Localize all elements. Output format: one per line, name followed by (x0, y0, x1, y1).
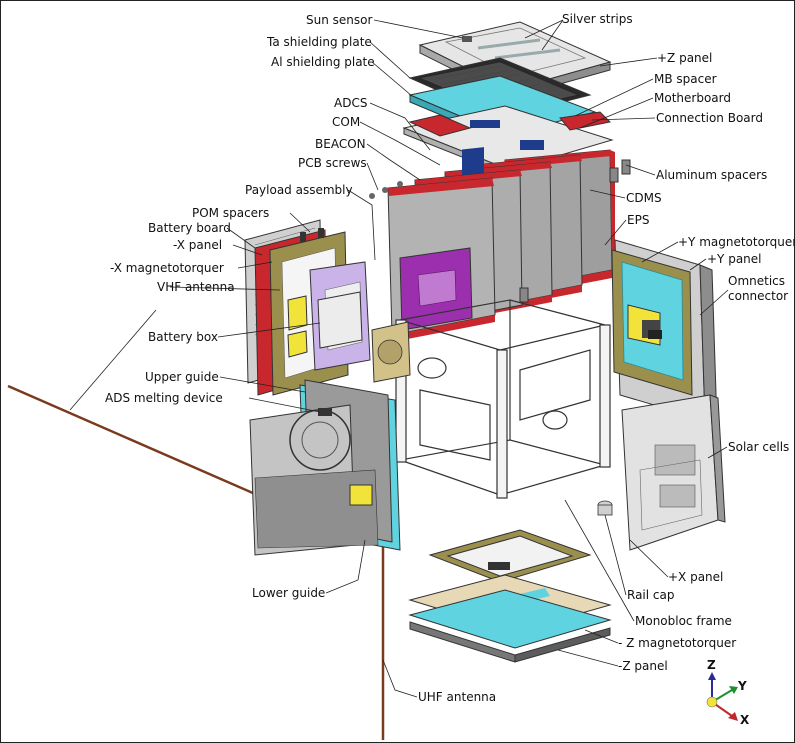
label-plus-z-panel: +Z panel (657, 51, 712, 65)
label-ads-melting-device: ADS melting device (105, 391, 223, 405)
leader-lines (69, 19, 729, 698)
label-monobloc-frame: Monobloc frame (635, 614, 732, 628)
y-axis-arrowhead (729, 686, 738, 694)
connection-board-part (408, 111, 612, 137)
label-plus-x-panel: +X panel (668, 570, 723, 584)
label-battery-box: Battery box (148, 330, 218, 344)
label-plus-y-panel: +Y panel (707, 252, 762, 266)
plus-y-magnetotorquer-part (611, 249, 693, 396)
label-adcs: ADCS (334, 96, 367, 110)
label-plus-y-magnetotorquer: +Y magnetotorquer (678, 235, 795, 249)
plus-x-panel-part (621, 394, 726, 551)
adcs-board-part (387, 177, 496, 342)
label-minus-z-panel: -Z panel (618, 659, 668, 673)
label-sun-sensor: Sun sensor (306, 13, 372, 27)
axis-z-label: Z (707, 658, 716, 672)
label-lower-guide: Lower guide (252, 586, 325, 600)
label-aluminum-spacers: Aluminum spacers (656, 168, 767, 182)
label-eps: EPS (627, 213, 649, 227)
z-axis-arrowhead (708, 672, 716, 680)
label-minus-x-magnetotorquer: -X magnetotorquer (110, 261, 224, 275)
axis-x-label: X (740, 713, 750, 727)
omnetics-connector-part (648, 330, 662, 339)
label-vhf-antenna: VHF antenna (157, 280, 235, 294)
sun-sensor-part (462, 36, 472, 42)
label-mb-spacer: MB spacer (654, 72, 717, 86)
label-motherboard: Motherboard (654, 91, 731, 105)
solar-cells-part (639, 459, 703, 531)
label-upper-guide: Upper guide (145, 370, 219, 384)
battery-box-part (317, 291, 363, 349)
axis-origin (706, 696, 718, 708)
rail-cap-part (597, 500, 613, 516)
label-uhf-antenna: UHF antenna (418, 690, 496, 704)
monobloc-frame-part (395, 299, 611, 499)
pcb-screws-part (369, 181, 403, 199)
label-omnetics-2: connector (728, 289, 788, 303)
lower-guide-part (254, 469, 379, 549)
label-rail-cap: Rail cap (627, 588, 674, 602)
label-beacon: BEACON (315, 137, 366, 151)
x-axis-arrowhead (728, 712, 738, 721)
axis-y-label: Y (737, 679, 747, 693)
silver-strips-part (477, 38, 561, 60)
label-battery-board: Battery board (148, 221, 231, 235)
label-omnetics-1: Omnetics (728, 274, 785, 288)
aluminum-spacers-part (519, 159, 631, 303)
label-silver-strips: Silver strips (562, 12, 633, 26)
label-com: COM (332, 115, 360, 129)
axis-triad: Z Y X (706, 658, 750, 727)
label-connection-board: Connection Board (656, 111, 763, 125)
pom-spacers-part (300, 228, 324, 242)
minus-z-panel-part (408, 589, 612, 663)
part-labels: Sun sensor Silver strips Ta shielding pl… (105, 12, 795, 704)
label-cdms: CDMS (626, 191, 662, 205)
label-minus-x-panel: -X panel (173, 238, 222, 252)
label-ta-shielding-plate: Ta shielding plate (266, 35, 372, 49)
label-pom-spacers: POM spacers (192, 206, 269, 220)
minus-z-magnetotorquer-part (428, 529, 592, 583)
vhf-antenna-wire (7, 384, 263, 499)
label-solar-cells: Solar cells (728, 440, 789, 454)
label-payload-assembly: Payload assembly (245, 183, 353, 197)
label-minus-z-magnetotorquer: - Z magnetotorquer (618, 636, 736, 650)
ads-melting-device-part (318, 408, 332, 416)
label-pcb-screws: PCB screws (298, 156, 367, 170)
label-al-shielding-plate: Al shielding plate (271, 55, 375, 69)
